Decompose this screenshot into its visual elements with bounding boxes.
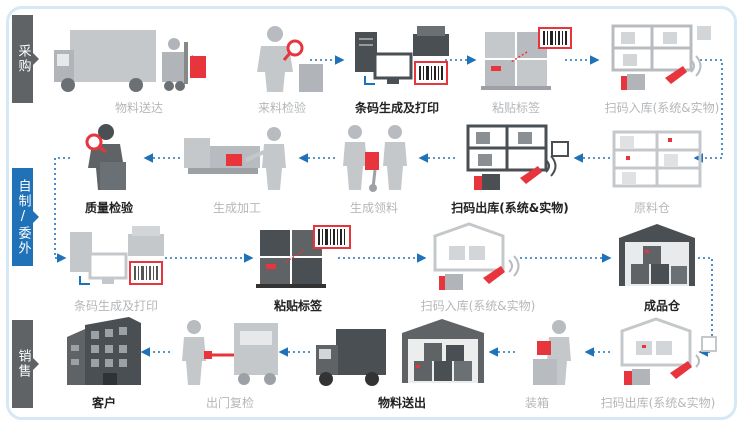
office-building-icon	[67, 317, 141, 385]
step-label: 扫码出库(系统&实物)	[600, 396, 716, 410]
step-finished-goods-warehouse	[598, 220, 722, 292]
connector-arrow	[693, 59, 723, 163]
step-label: 物料送达	[114, 101, 163, 115]
worker-packing-icon	[533, 320, 571, 385]
step-material-dispatch	[312, 315, 484, 389]
warehouse-scanner-icon	[433, 222, 520, 290]
section-tab-production: 自制/委外	[12, 168, 33, 266]
step-incoming-inspection	[220, 22, 344, 94]
worker-machine-icon	[184, 127, 286, 190]
step-label: 扫码入库(系统&实物)	[604, 101, 720, 115]
step-customer	[42, 315, 166, 389]
inspector-magnifier-icon	[85, 124, 126, 190]
step-barcode-print	[340, 22, 464, 94]
connector-arrow	[698, 257, 713, 357]
step-attach-label-2	[240, 220, 364, 292]
section-tab-pointer	[33, 358, 39, 370]
step-label: 生成加工	[212, 201, 261, 215]
step-packing	[490, 315, 614, 389]
step-scan-inbound-2	[418, 220, 542, 294]
step-label: 物料送出	[377, 396, 426, 410]
step-label: 客户	[91, 396, 116, 410]
computer-printer-icon	[70, 226, 164, 285]
step-material-arrival	[52, 22, 206, 94]
pallet-barcode-icon	[256, 225, 351, 288]
step-label: 扫码出库(系统&实物)	[451, 201, 569, 215]
inspector-magnifier-icon	[257, 26, 323, 92]
section-tab-pointer	[33, 53, 39, 65]
step-label: 粘贴标签	[273, 299, 322, 313]
step-scan-outbound	[455, 120, 579, 194]
warehouse-scanner-icon	[611, 24, 711, 90]
step-processing	[178, 122, 302, 192]
step-label: 生成领料	[349, 201, 398, 215]
step-label: 扫码入库(系统&实物)	[420, 299, 536, 313]
section-tab-sales: 销售	[12, 320, 33, 408]
gate-check-icon	[182, 320, 278, 385]
step-gate-recheck	[170, 315, 294, 389]
step-scan-inbound	[600, 20, 724, 94]
pallet-barcode-icon	[481, 27, 572, 90]
step-attach-label	[460, 22, 584, 94]
section-tab-pointer	[33, 211, 39, 223]
workers-handtruck-icon	[343, 125, 407, 192]
warehouse-boxes-icon	[619, 224, 695, 286]
step-label: 装箱	[524, 396, 549, 410]
step-label: 质量检验	[84, 201, 133, 215]
truck-forklift-icon	[54, 30, 206, 92]
step-label: 成品仓	[643, 299, 680, 313]
warehouse-scanner-icon	[466, 124, 569, 190]
warehouse-scanner-icon	[620, 317, 717, 385]
step-label: 条码生成及打印	[73, 299, 158, 313]
computer-printer-icon	[355, 26, 449, 85]
connector-arrow	[54, 157, 70, 263]
step-scan-outbound-2	[605, 315, 729, 389]
section-tab-purchase: 采购	[12, 15, 33, 103]
diagram-frame	[6, 6, 737, 420]
step-material-issue	[313, 122, 437, 192]
truck-warehouse-icon	[316, 319, 484, 386]
step-label: 原料仓	[633, 201, 670, 215]
step-label: 出门复检	[205, 396, 254, 410]
step-label: 来料检验	[257, 101, 306, 115]
step-raw-material-warehouse	[595, 126, 719, 192]
shelving-icon	[612, 130, 702, 188]
step-quality-inspection	[47, 122, 171, 192]
step-barcode-print-2	[55, 222, 179, 294]
step-label: 粘贴标签	[491, 101, 540, 115]
step-label: 条码生成及打印	[354, 101, 439, 115]
